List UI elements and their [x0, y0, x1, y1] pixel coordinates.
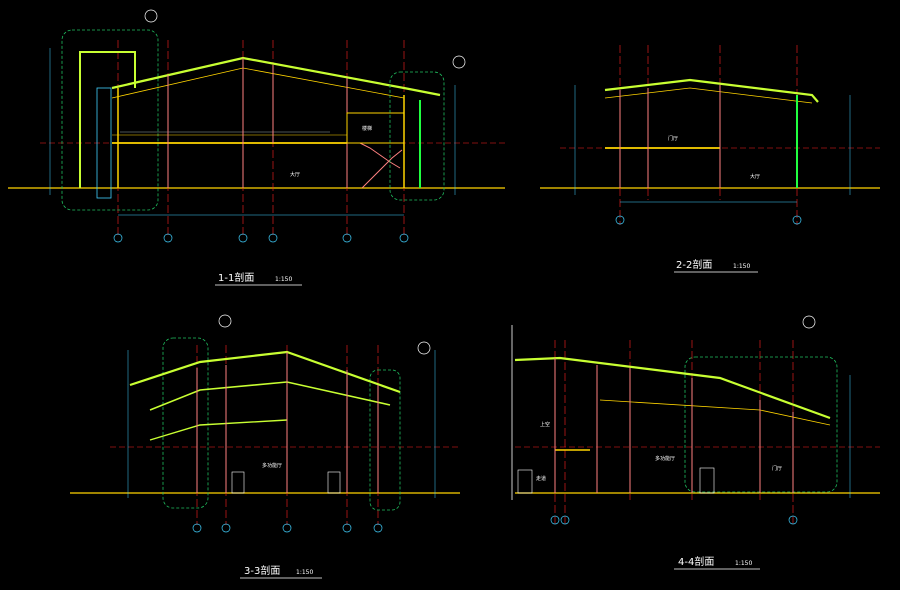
section-1-1-scale: 1:150: [275, 276, 292, 283]
section-1-1-room-stair: 楼梯: [362, 125, 372, 132]
section-2-2-scale: 1:150: [733, 263, 750, 270]
section-4-4-room-void: 上空: [540, 421, 550, 428]
section-3-3-scale: 1:150: [296, 569, 313, 576]
section-4-4-title: 4-4剖面: [678, 555, 714, 568]
section-2-2-room-lobby: 门厅: [668, 135, 678, 142]
section-1-1-room-hall: 大厅: [290, 171, 300, 178]
section-4-4-room-multipurpose: 多功能厅: [655, 455, 675, 462]
section-3-3-title: 3-3剖面: [244, 564, 280, 577]
section-4-4: 上空 走道 多功能厅 门厅 4-4剖面 1:150: [511, 315, 880, 570]
section-4-4-room-corridor: 走道: [536, 475, 546, 482]
section-1-1-title: 1-1剖面: [218, 271, 254, 284]
section-1-1: 楼梯 大厅 1-1剖面 1:150: [8, 9, 505, 286]
section-4-4-scale: 1:150: [735, 560, 752, 567]
section-2-2-room-hall: 大厅: [750, 173, 760, 180]
section-2-2-title: 2-2剖面: [676, 258, 712, 271]
section-3-3: 多功能厅 3-3剖面 1:150: [70, 314, 460, 579]
section-2-2: 门厅 大厅 2-2剖面 1:150: [540, 45, 880, 273]
section-3-3-room-multipurpose: 多功能厅: [262, 462, 282, 469]
section-4-4-room-lobby: 门厅: [772, 465, 782, 472]
